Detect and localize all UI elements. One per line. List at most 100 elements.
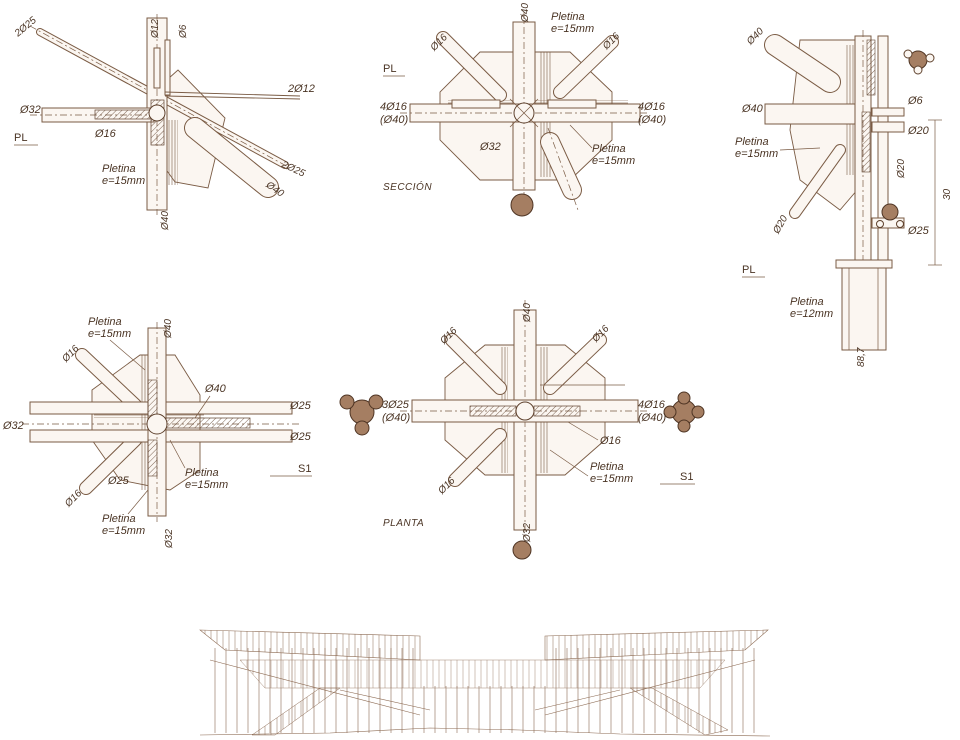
label-pletina-right: Pletina	[185, 467, 219, 479]
label-40-upper: Ø40	[744, 26, 766, 48]
label-pletina-thickness: e=15mm	[102, 175, 145, 187]
label-pletina-thickness: e=15mm	[590, 473, 633, 485]
label-pletina-bottom-thickness: e=15mm	[102, 525, 145, 537]
label-s1: S1	[298, 463, 311, 475]
weld-plate	[861, 111, 871, 173]
node-sphere	[515, 401, 535, 421]
weld-plate-horizontal	[164, 417, 251, 429]
rod-12	[153, 47, 161, 89]
detail-5-plan-node: Ø40 Ø16 Ø16 3Ø25 (Ø40) 4Ø16 (Ø40) Ø16 Pl…	[339, 300, 705, 560]
label-40-top: Ø40	[520, 3, 531, 23]
roof-right-wing	[544, 629, 769, 661]
label-pletina: Pletina	[102, 163, 136, 175]
label-s1: S1	[680, 471, 693, 483]
weld-comb-v	[140, 355, 149, 490]
tube-20-vertical	[877, 35, 889, 267]
label-pletina-top-thickness: e=15mm	[551, 23, 594, 35]
label-pletina-top: Pletina	[88, 316, 122, 328]
label-pletina-top: Pletina	[551, 11, 585, 23]
label-32-bottom: Ø32	[164, 529, 175, 549]
detail-2-section-node: PL Ø16 Ø40 Pletina e=15mm Ø16 4Ø16 (Ø40)…	[380, 3, 666, 217]
label-3025: 3Ø25	[382, 399, 410, 411]
caption-planta: PLANTA	[383, 518, 424, 529]
label-40-top: Ø40	[163, 319, 174, 339]
label-dim-30: 30	[942, 188, 953, 200]
diagonal-16-ll	[448, 428, 507, 487]
label-4016-right: 4Ø16	[638, 101, 666, 113]
label-4016-left: 4Ø16	[380, 101, 408, 113]
ramp-right	[629, 687, 729, 736]
ramp-left	[251, 687, 341, 736]
tube-40-diagonal	[184, 117, 279, 198]
node-sphere	[148, 104, 166, 122]
label-6: Ø6	[907, 95, 924, 107]
weld-comb	[168, 120, 178, 185]
roof-central-band	[239, 659, 726, 689]
label-3025-sub: (Ø40)	[382, 412, 410, 424]
label-20-diagonal: Ø20	[771, 213, 791, 236]
flat-bar-left	[451, 99, 501, 109]
label-4016: 4Ø16	[638, 399, 666, 411]
label-pl: PL	[383, 63, 396, 75]
label-12: Ø12	[150, 19, 161, 39]
diagonal-40-lr	[540, 132, 582, 200]
label-pl: PL	[14, 132, 27, 144]
detail-1-plan-node: PL 2Ø25 Ø12 Ø6 2Ø12 Ø32 Ø16 Pletina e=15…	[12, 14, 315, 231]
label-32: Ø32	[19, 104, 41, 116]
detail-4-node-s1: Pletina e=15mm Ø40 Ø16 Ø40 Ø25 Ø32 Ø25 P…	[2, 316, 312, 549]
rebar-section-right	[663, 391, 705, 433]
label-16-ul: Ø16	[60, 343, 82, 365]
label-40-top: Ø40	[522, 303, 533, 323]
label-pletina: Pletina	[735, 136, 769, 148]
label-4016-sub: (Ø40)	[638, 412, 666, 424]
diagonal-16-ll	[79, 433, 142, 495]
diagonal-40-upper	[764, 34, 841, 93]
label-25-lower: Ø25	[289, 431, 312, 443]
label-20-plate: Ø20	[907, 125, 930, 137]
node-sphere	[146, 413, 168, 435]
label-2012: 2Ø12	[287, 83, 315, 95]
rebar-section-bottom	[876, 203, 904, 228]
label-32: Ø32	[479, 141, 501, 153]
label-40-vertical: Ø40	[160, 211, 171, 231]
label-25: Ø25	[107, 475, 130, 487]
label-32-left: Ø32	[2, 420, 24, 432]
label-20-vertical: Ø20	[896, 159, 907, 179]
building-elevation	[199, 629, 771, 737]
diagonal-16-ur	[543, 333, 607, 395]
label-2025-b: 2Ø25	[279, 159, 307, 180]
label-pletina-base: Pletina	[790, 296, 824, 308]
caption-seccion: SECCIÓN	[383, 180, 432, 193]
diagonal-16-ul	[436, 31, 507, 102]
flat-bar-right	[547, 99, 597, 109]
label-pletina-bottom: Pletina	[102, 513, 136, 525]
diagonal-16-ur	[553, 35, 619, 99]
tube-40-horizontal	[764, 103, 866, 125]
section-circle	[510, 193, 534, 217]
rebar-section-top	[903, 49, 935, 75]
weld-plate-left	[469, 405, 517, 417]
label-pletina-thickness: e=15mm	[735, 148, 778, 160]
roof-left-wing	[199, 629, 421, 661]
weld-plate-right	[533, 405, 581, 417]
rod-6	[164, 39, 171, 96]
label-pletina: Pletina	[590, 461, 624, 473]
label-32-bottom: Ø32	[522, 523, 533, 543]
label-dim-887: 88,7	[856, 347, 867, 367]
label-pletina-right-thickness: e=15mm	[185, 479, 228, 491]
label-pletina-top-thickness: e=15mm	[88, 328, 131, 340]
label-4016-left-sub: (Ø40)	[380, 114, 408, 126]
label-40-horizontal: Ø40	[741, 103, 764, 115]
label-pletina-bottom: Pletina	[592, 143, 626, 155]
base-column	[841, 267, 887, 351]
weld-plate-horizontal	[94, 109, 151, 120]
diagonal-16-ul	[75, 348, 142, 412]
label-16: Ø16	[94, 128, 117, 140]
label-2025-a: 2Ø25	[12, 15, 39, 40]
plate-6	[871, 107, 905, 117]
label-4016-right-sub: (Ø40)	[638, 114, 666, 126]
rebar-section-left	[339, 394, 384, 436]
diagonal-20-lower	[789, 144, 846, 219]
label-16-right: Ø16	[599, 435, 622, 447]
